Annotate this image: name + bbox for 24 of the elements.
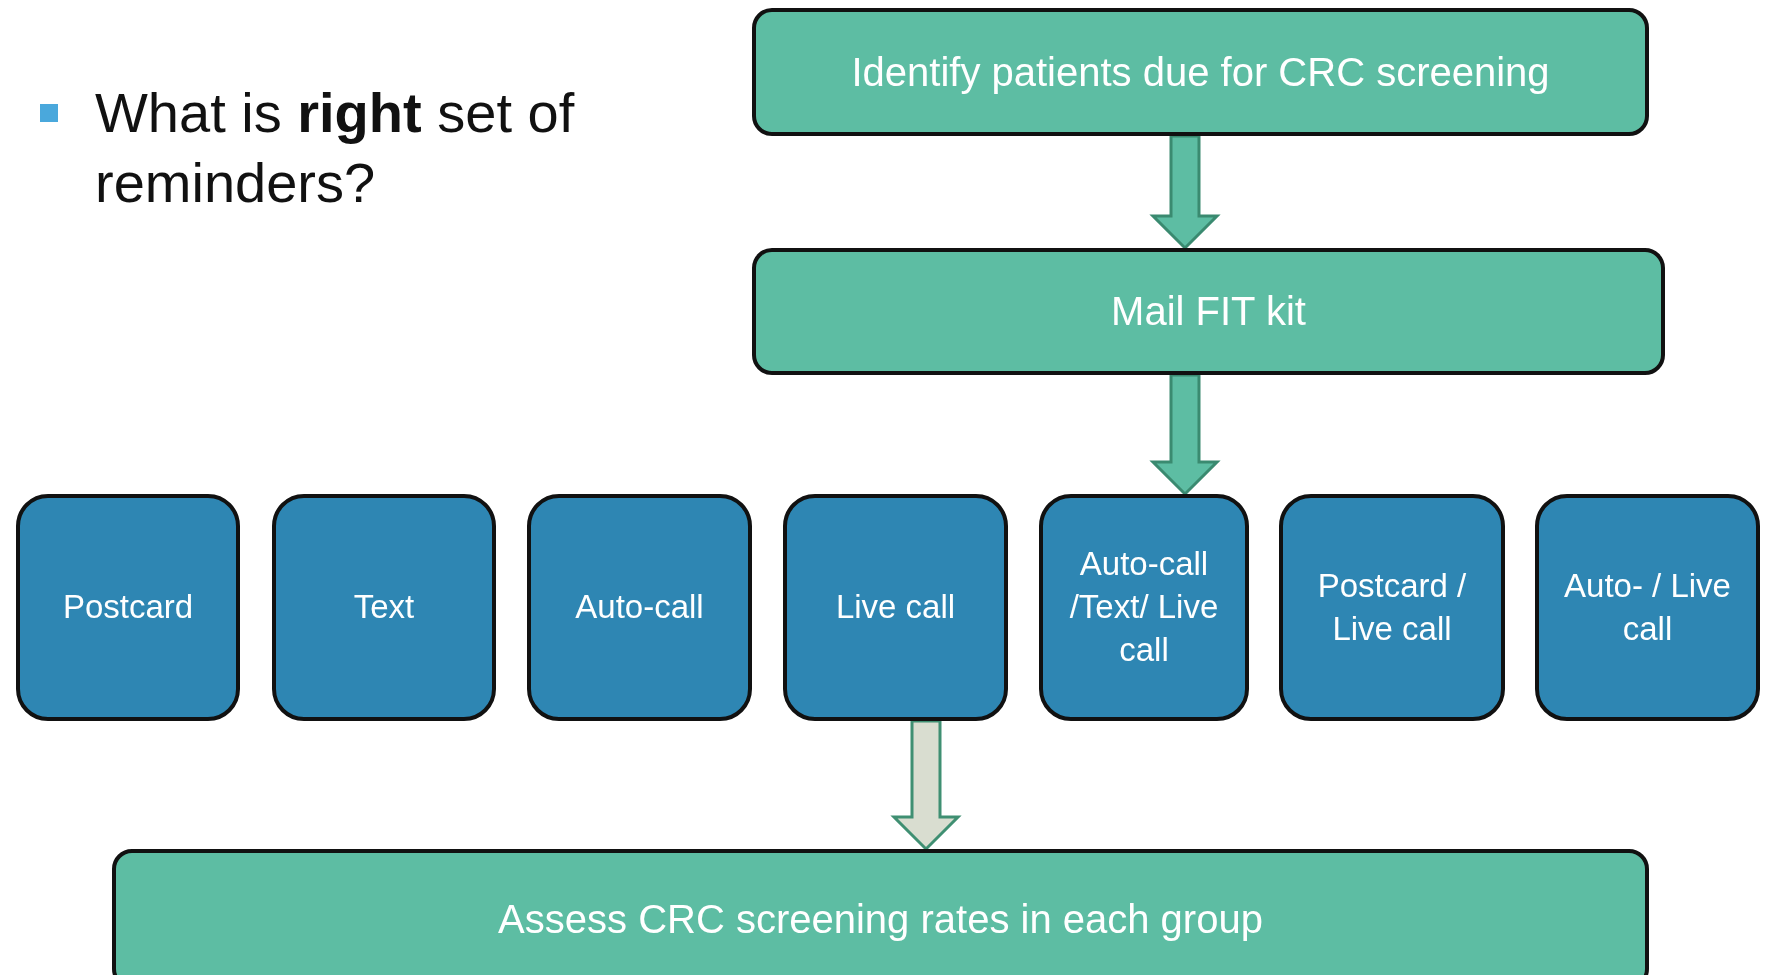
box-label: Text — [353, 587, 415, 628]
process-box — [1279, 494, 1505, 721]
box-label: Identify patients due for CRC screening — [851, 49, 1550, 95]
bullet-question: What is right set of reminders? — [95, 80, 576, 216]
box-label: Auto-call — [575, 587, 704, 628]
block-arrow — [1149, 134, 1221, 251]
box-label: Postcard — [62, 587, 194, 628]
process-box — [272, 494, 496, 721]
process-box — [16, 494, 240, 721]
process-box — [752, 8, 1649, 136]
box-label: Auto- / Live call — [1563, 565, 1732, 649]
process-box — [752, 248, 1665, 375]
box-label: Postcard / Live call — [1316, 565, 1468, 649]
box-label: Live call — [835, 587, 956, 628]
block-arrow — [890, 719, 962, 852]
box-label: Auto-call /Text/ Live call — [1068, 544, 1220, 670]
process-box — [1039, 494, 1249, 721]
process-box — [527, 494, 752, 721]
process-box — [112, 849, 1649, 975]
box-label: Mail FIT kit — [1111, 289, 1306, 334]
block-arrow — [1149, 373, 1221, 497]
process-box — [1535, 494, 1760, 721]
process-box — [783, 494, 1008, 721]
box-label: Assess CRC screening rates in each group — [498, 896, 1263, 942]
